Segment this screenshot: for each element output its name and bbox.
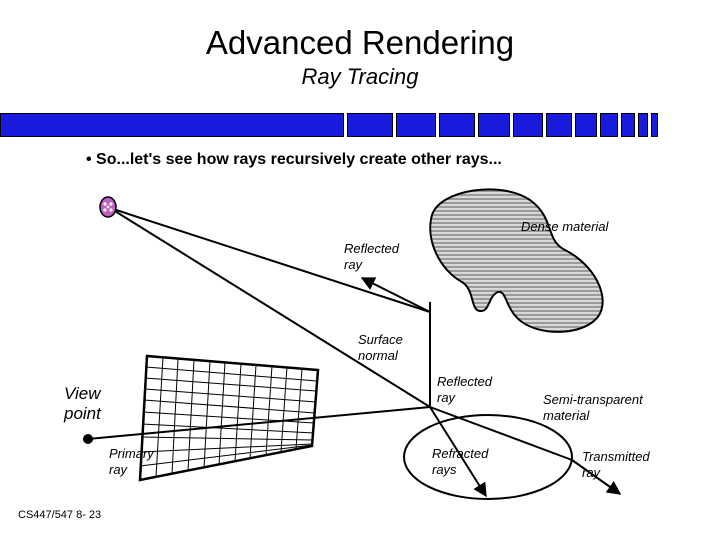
semi-transparent-material-shape — [403, 414, 573, 500]
rays — [87, 207, 622, 498]
header-bar-segment — [638, 113, 648, 137]
header-bar-segment — [513, 113, 543, 137]
shadow-ray-to-dense — [109, 207, 431, 313]
header-bar-segment — [621, 113, 635, 137]
header-bar-segment — [0, 113, 344, 137]
label-surface-normal: Surface normal — [358, 332, 403, 363]
header-bar-segment — [600, 113, 618, 137]
refracted-ray — [429, 406, 487, 498]
label-reflected-ray-2: Reflected ray — [437, 374, 492, 405]
bullet-text: • So...let's see how rays recursively cr… — [86, 151, 502, 168]
header-bar-segment — [651, 113, 658, 137]
slide-title: Advanced Rendering — [205, 24, 515, 61]
label-view-point: View point — [64, 384, 101, 423]
header-bar-segment — [546, 113, 572, 137]
label-reflected-ray-1: Reflected ray — [344, 241, 399, 272]
slide-subtitle: Ray Tracing — [301, 64, 419, 89]
image-plane-grid — [138, 354, 320, 482]
transmitted-ray — [571, 459, 622, 495]
header-bar-segment — [575, 113, 597, 137]
label-dense-material: Dense material — [521, 219, 609, 234]
slide-footer: CS447/547 8- 23 — [18, 509, 102, 521]
light-to-hit-ray — [109, 207, 431, 408]
header-bar-segment — [347, 113, 393, 137]
header-bar-segment — [439, 113, 475, 137]
reflected-ray-1 — [360, 277, 431, 313]
view-point-dot — [83, 434, 93, 444]
label-semi-transparent-material: Semi-transparent material — [543, 392, 643, 423]
dense-material-shape — [429, 188, 604, 333]
label-refracted-rays: Refracted rays — [432, 446, 489, 477]
label-primary-ray: Primary ray — [109, 446, 154, 477]
header-bar-segment — [396, 113, 436, 137]
label-transmitted-ray: Transmitted ray — [582, 449, 650, 480]
refract-to-transmitted — [429, 406, 573, 461]
header-bar-segment — [478, 113, 510, 137]
primary-ray — [87, 406, 431, 440]
light-source-icon — [99, 196, 117, 218]
